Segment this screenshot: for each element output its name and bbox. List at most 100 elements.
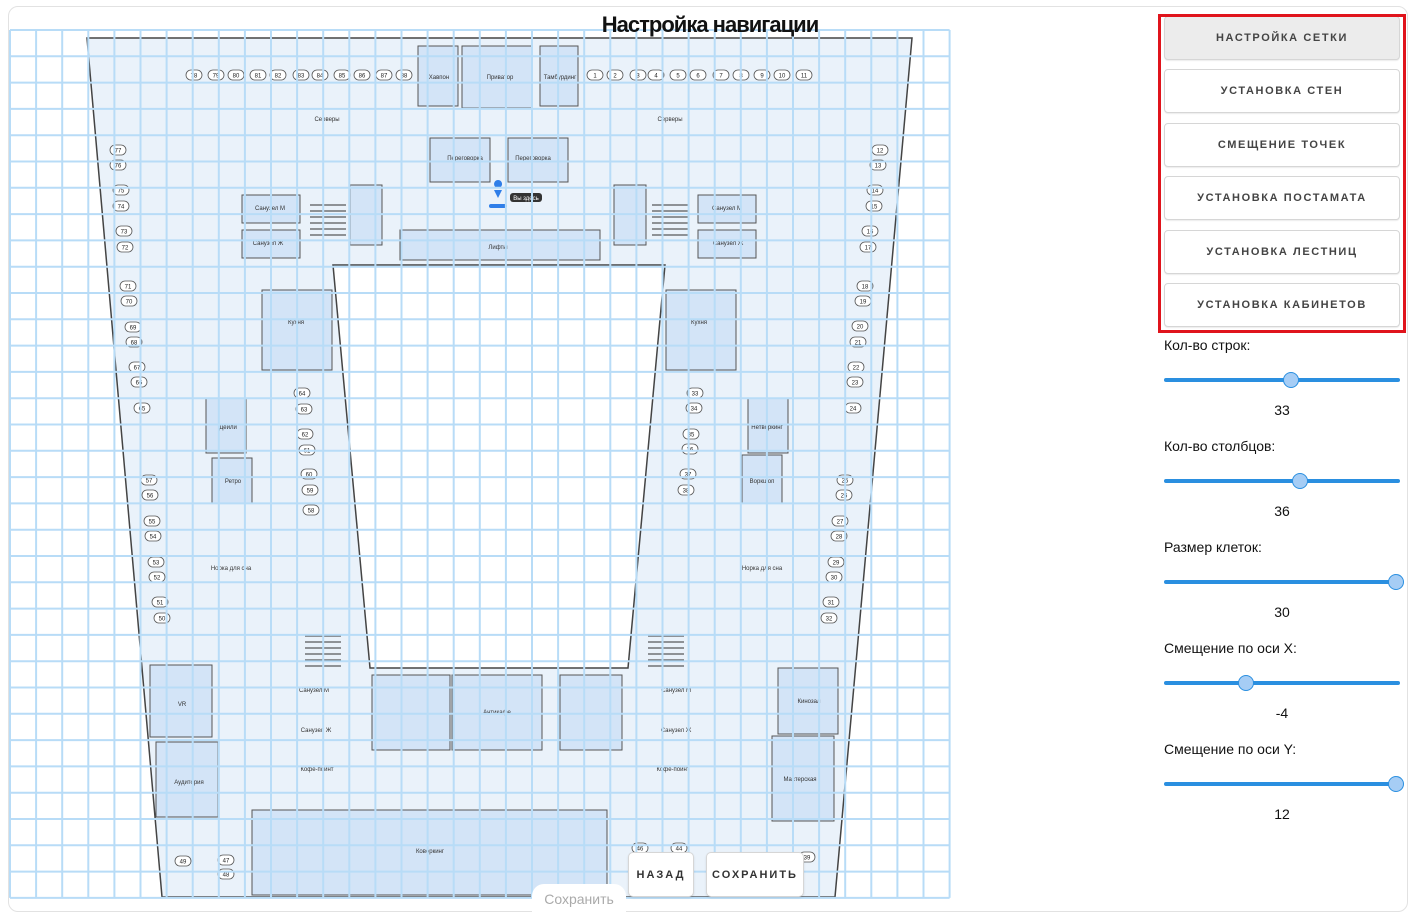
seat-number: 76 xyxy=(115,164,122,170)
room-label: Санузел Ж xyxy=(253,241,284,247)
slider-thumb[interactable] xyxy=(1388,574,1404,590)
seat-marker: 29 xyxy=(827,556,845,568)
seat-number: 1 xyxy=(593,74,597,80)
setting-slider[interactable] xyxy=(1164,473,1400,489)
room-label: Тамбурдинг xyxy=(544,75,577,81)
setting-value: -4 xyxy=(1275,705,1289,721)
room-label: Норка для сна xyxy=(742,566,783,572)
seat-marker: 65 xyxy=(133,402,151,414)
staircase-icon xyxy=(310,204,346,236)
save-tab[interactable]: Сохранить xyxy=(532,884,626,914)
seat-oval xyxy=(861,225,879,237)
room-label: Санузел М xyxy=(712,206,742,212)
seat-marker: 6 xyxy=(689,69,707,81)
floor-plan-canvas[interactable]: ХавпонПриваторТамбурдингПереговоркаПерег… xyxy=(0,0,960,914)
mode-button-5[interactable]: УСТАНОВКА КАБИНЕТОВ xyxy=(1164,283,1400,327)
mode-button-2[interactable]: СМЕЩЕНИЕ ТОЧЕК xyxy=(1164,123,1400,167)
room-label: Кофе-поинт xyxy=(656,767,689,773)
seat-oval xyxy=(846,376,864,388)
slider-track[interactable] xyxy=(1164,580,1400,584)
mode-button-1[interactable]: УСТАНОВКА СТЕН xyxy=(1164,69,1400,113)
seat-marker: 15 xyxy=(865,200,883,212)
slider-track[interactable] xyxy=(1164,681,1400,685)
seat-oval xyxy=(207,69,225,81)
seat-number: 85 xyxy=(339,74,346,80)
seat-marker: 22 xyxy=(847,361,865,373)
slider-thumb[interactable] xyxy=(1388,776,1404,792)
room xyxy=(697,194,757,224)
room xyxy=(771,735,835,822)
seat-number: 81 xyxy=(255,74,262,80)
seat-number: 79 xyxy=(213,74,220,80)
setting-label: Кол-во строк: xyxy=(1164,337,1251,353)
seat-number: 77 xyxy=(115,149,122,155)
room-label: Серверы xyxy=(657,117,682,123)
seat-oval xyxy=(669,69,687,81)
seat-marker: 81 xyxy=(249,69,267,81)
seat-number: 7 xyxy=(719,74,723,80)
slider-track[interactable] xyxy=(1164,378,1400,382)
seat-number: 72 xyxy=(122,246,129,252)
seat-marker: 62 xyxy=(296,428,314,440)
seat-oval xyxy=(302,504,320,516)
seat-marker: 36 xyxy=(681,443,699,455)
seat-number: 14 xyxy=(872,189,879,195)
seat-number: 9 xyxy=(760,74,764,80)
seat-number: 86 xyxy=(359,74,366,80)
setting-slider[interactable] xyxy=(1164,776,1404,792)
seat-oval xyxy=(795,69,813,81)
seat-number: 74 xyxy=(118,205,125,211)
seat-number: 49 xyxy=(180,860,187,866)
seat-marker: 86 xyxy=(353,69,371,81)
seat-marker: 68 xyxy=(125,336,143,348)
seat-number: 30 xyxy=(831,576,838,582)
room-label: Санузел М xyxy=(299,688,329,694)
seat-number: 75 xyxy=(118,189,125,195)
seat-number: 23 xyxy=(852,381,859,387)
seat-oval xyxy=(831,515,849,527)
seat-marker: 70 xyxy=(120,295,138,307)
seat-marker: 59 xyxy=(301,484,319,496)
seat-oval xyxy=(856,280,874,292)
seat-number: 87 xyxy=(381,74,388,80)
seat-number: 62 xyxy=(302,433,309,439)
seat-marker: 67 xyxy=(128,361,146,373)
seat-marker: 23 xyxy=(846,376,864,388)
setting-value: 30 xyxy=(1274,604,1290,620)
slider-track[interactable] xyxy=(1164,782,1400,786)
seat-marker: 17 xyxy=(859,241,877,253)
room-label: Кухня xyxy=(691,320,707,326)
seat-number: 84 xyxy=(317,74,324,80)
room-label: Приватор xyxy=(487,75,514,81)
seat-oval xyxy=(629,69,647,81)
seat-marker: 87 xyxy=(375,69,393,81)
seat-oval xyxy=(125,336,143,348)
save-button[interactable]: СОХРАНИТЬ xyxy=(706,852,804,897)
seat-number: 12 xyxy=(877,149,884,155)
seat-marker: 69 xyxy=(124,321,142,333)
room xyxy=(149,664,213,738)
mode-button-4[interactable]: УСТАНОВКА ЛЕСТНИЦ xyxy=(1164,230,1400,274)
seat-oval xyxy=(677,484,695,496)
mode-button-3[interactable]: УСТАНОВКА ПОСТАМАТА xyxy=(1164,176,1400,220)
setting-slider[interactable] xyxy=(1164,675,1400,691)
seat-marker: 38 xyxy=(677,484,695,496)
app-frame xyxy=(8,6,1408,912)
seat-number: 2 xyxy=(613,74,617,80)
slider-thumb[interactable] xyxy=(1283,372,1300,388)
slider-thumb[interactable] xyxy=(1292,473,1309,489)
seat-number: 31 xyxy=(828,601,835,607)
seat-number: 44 xyxy=(676,847,683,853)
seat-oval xyxy=(682,428,700,440)
room-label: Аудитория xyxy=(174,780,204,786)
slider-thumb[interactable] xyxy=(1237,675,1254,691)
slider-track[interactable] xyxy=(1164,479,1400,483)
seat-marker: 35 xyxy=(682,428,700,440)
room-label: Санузел Ж xyxy=(661,728,692,734)
seat-marker: 26 xyxy=(835,489,853,501)
seat-marker: 80 xyxy=(227,69,245,81)
setting-slider[interactable] xyxy=(1164,574,1404,590)
seat-number: 50 xyxy=(159,617,166,623)
back-button[interactable]: НАЗАД xyxy=(628,852,694,897)
setting-slider[interactable] xyxy=(1164,372,1400,388)
